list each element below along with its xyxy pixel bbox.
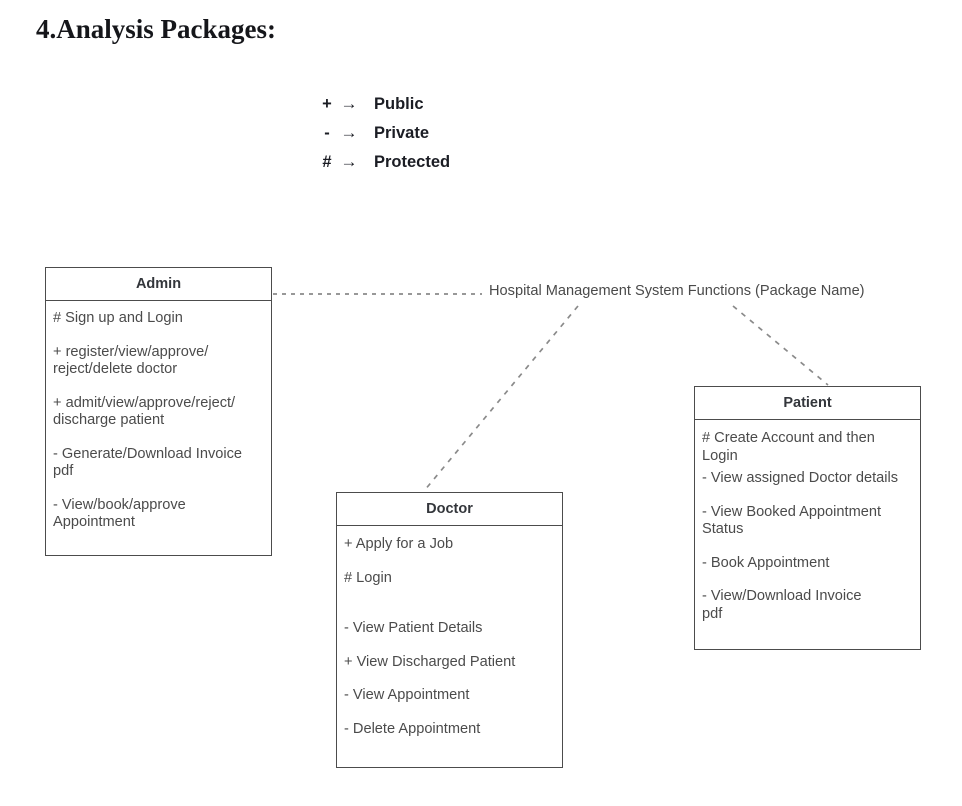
class-box-admin[interactable]: Admin # Sign up and Login + register/vie… xyxy=(45,267,272,556)
class-title-patient: Patient xyxy=(695,387,920,420)
legend-row-public: + → Public xyxy=(318,94,450,123)
class-body-patient: # Create Account and then Login - View a… xyxy=(695,420,920,631)
class-item: # Sign up and Login xyxy=(53,310,183,326)
class-body-admin: # Sign up and Login + register/view/appr… xyxy=(46,301,271,540)
connector-patient xyxy=(732,305,829,386)
class-item: + register/view/approve/ reject/delete d… xyxy=(53,343,209,378)
class-body-doctor: + Apply for a Job # Login - View Patient… xyxy=(337,526,562,746)
visibility-legend: + → Public - → Private # → Protected xyxy=(318,94,450,181)
class-item: - View Booked Appointment Status xyxy=(702,503,882,538)
class-item: - View/book/approve Appointment xyxy=(53,496,186,531)
class-item: - Delete Appointment xyxy=(344,720,481,737)
class-item: - View Patient Details xyxy=(344,620,483,636)
legend-label-private: Private xyxy=(374,124,430,142)
legend-symbol-protected: # xyxy=(322,153,332,171)
class-item: + Apply for a Job xyxy=(344,536,454,552)
legend-row-private: - → Private xyxy=(318,123,450,152)
legend-symbol-public: + xyxy=(322,95,332,113)
legend-label-public: Public xyxy=(374,95,424,113)
arrow-right-icon: → xyxy=(340,94,358,113)
page-title: 4.Analysis Packages: xyxy=(36,14,277,44)
class-item: - View assigned Doctor details xyxy=(702,470,899,486)
legend-row-protected: # → Protected xyxy=(318,152,450,181)
class-item: - Generate/Download Invoice pdf xyxy=(53,445,243,480)
arrow-right-icon: → xyxy=(340,152,358,171)
class-item: - View/Download Invoice pdf xyxy=(702,588,862,622)
class-box-doctor[interactable]: Doctor + Apply for a Job # Login - View … xyxy=(336,492,563,768)
class-item: # Login xyxy=(344,569,392,586)
class-item: # Create Account and then Login xyxy=(702,430,875,464)
legend-label-protected: Protected xyxy=(374,153,451,171)
package-name-label: Hospital Management System Functions (Pa… xyxy=(489,283,865,299)
arrow-right-icon: → xyxy=(340,123,358,142)
legend-symbol-private: - xyxy=(324,124,330,142)
class-item: + View Discharged Patient xyxy=(344,653,516,670)
class-box-patient[interactable]: Patient # Create Account and then Login … xyxy=(694,386,921,650)
class-item: - View Appointment xyxy=(344,687,470,703)
class-item: + admit/view/approve/reject/ discharge p… xyxy=(53,394,236,429)
class-title-doctor: Doctor xyxy=(337,493,562,526)
connector-doctor xyxy=(423,305,579,492)
class-title-admin: Admin xyxy=(46,268,271,301)
class-item: - Book Appointment xyxy=(702,554,830,571)
